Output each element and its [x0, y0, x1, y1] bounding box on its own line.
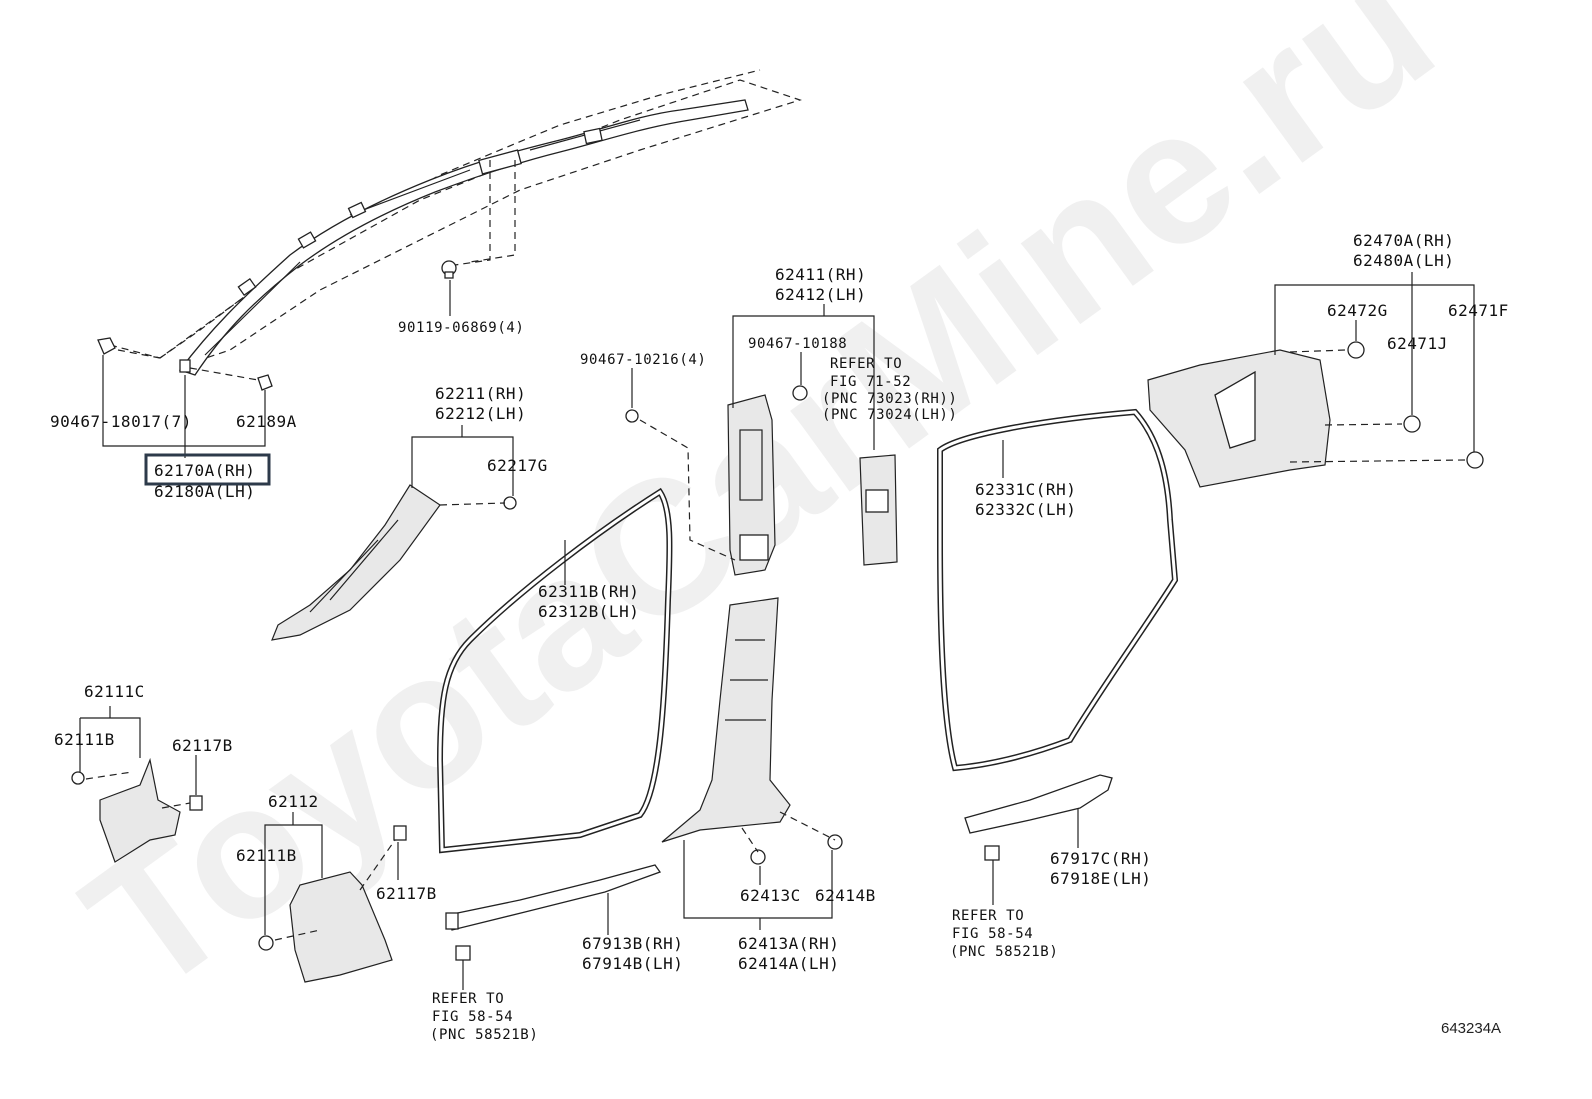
label-62331C: 62331C(RH) [975, 480, 1076, 499]
screw-90119-06869[interactable] [441, 260, 457, 279]
label-67913B: 67913B(RH) [582, 934, 683, 953]
label-90467-10216: 90467-10216(4) [580, 352, 706, 368]
refer-71-line3: (PNC 73023(RH)) [822, 391, 957, 407]
center-pillar-upper-garnish[interactable] [727, 385, 808, 576]
label-62471J: 62471J [1387, 334, 1448, 353]
label-62189A: 62189A [236, 412, 297, 431]
label-62471F: 62471F [1448, 301, 1509, 320]
label-62117B-b: 62117B [376, 884, 437, 903]
label-62332C: 62332C(LH) [975, 500, 1076, 519]
refer-58a-line2: FIG 58-54 [432, 1009, 513, 1025]
label-62170A[interactable]: 62170A(RH) [154, 461, 255, 480]
label-62311B: 62311B(RH) [538, 582, 639, 601]
refer-71-line1: REFER TO [830, 356, 902, 372]
refer-58b-line2: FIG 58-54 [952, 926, 1033, 942]
roof-side-inner-garnish[interactable] [1147, 341, 1484, 488]
label-62111B-b: 62111B [236, 846, 297, 865]
label-67914B: 67914B(LH) [582, 954, 683, 973]
screw-90467-10216[interactable] [625, 409, 639, 423]
label-62480A: 62480A(LH) [1353, 251, 1454, 270]
label-62472G: 62472G [1327, 301, 1388, 320]
rear-scuff-plate[interactable] [964, 774, 1113, 861]
label-62212: 62212(LH) [435, 404, 526, 423]
label-62117B-a: 62117B [172, 736, 233, 755]
seat-belt-cover[interactable] [859, 454, 898, 566]
label-90119-06869: 90119-06869(4) [398, 320, 524, 336]
refer-71-line2: FIG 71-52 [830, 374, 911, 390]
label-62413C: 62413C [740, 886, 801, 905]
label-62111B-a: 62111B [54, 730, 115, 749]
refer-71-line4: (PNC 73024(LH)) [822, 407, 957, 423]
label-62111C: 62111C [84, 682, 145, 701]
refer-58a-line1: REFER TO [432, 991, 504, 1007]
front-pillar-garnish[interactable] [271, 484, 517, 641]
label-90467-18017: 90467-18017(7) [50, 412, 192, 431]
curtain-airbag-assembly[interactable] [109, 69, 802, 376]
label-67918E: 67918E(LH) [1050, 869, 1151, 888]
center-pillar-lower-garnish[interactable] [661, 597, 843, 865]
label-90467-10188: 90467-10188 [748, 336, 847, 352]
label-62211: 62211(RH) [435, 384, 526, 403]
label-62217G: 62217G [487, 456, 548, 475]
cowl-side-trim-lower[interactable] [258, 825, 407, 983]
label-62180A[interactable]: 62180A(LH) [154, 482, 255, 501]
label-62411: 62411(RH) [775, 265, 866, 284]
refer-58a-line3: (PNC 58521B) [430, 1027, 538, 1043]
refer-58b-line3: (PNC 58521B) [950, 944, 1058, 960]
label-67917C: 67917C(RH) [1050, 849, 1151, 868]
label-62312B: 62312B(LH) [538, 602, 639, 621]
highlight-box [144, 453, 271, 486]
label-62414B: 62414B [815, 886, 876, 905]
rear-door-weatherstrip[interactable] [937, 408, 1179, 772]
clip-90467-18017[interactable] [97, 337, 116, 355]
label-62413A: 62413A(RH) [738, 934, 839, 953]
label-62470A: 62470A(RH) [1353, 231, 1454, 250]
clip-62189A[interactable] [257, 374, 273, 391]
refer-58b-line1: REFER TO [952, 908, 1024, 924]
label-62412: 62412(LH) [775, 285, 866, 304]
label-62112: 62112 [268, 792, 319, 811]
front-door-weatherstrip[interactable] [436, 487, 673, 854]
label-62414A: 62414A(LH) [738, 954, 839, 973]
figure-id: 643234A [1441, 1020, 1501, 1037]
